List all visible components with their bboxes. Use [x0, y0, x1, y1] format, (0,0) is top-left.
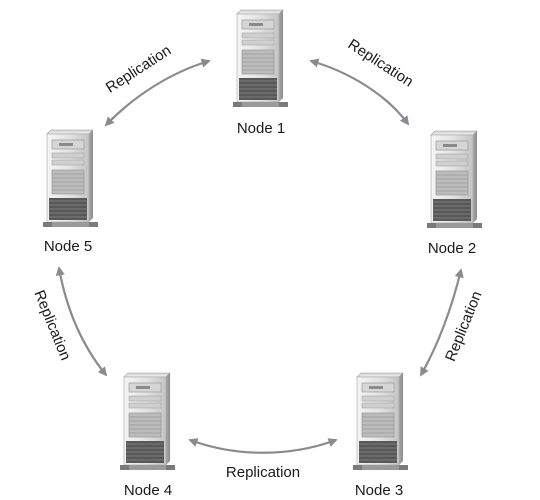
node-3: Node 3 — [353, 372, 408, 499]
nodes-layer: Node 1 Node 2 — [43, 9, 482, 499]
edge-label-node1-node2: Replication — [345, 36, 417, 91]
edge-label-node5-node1: Replication — [103, 42, 175, 97]
node-4: Node 4 — [120, 372, 175, 499]
node-label: Node 3 — [355, 482, 403, 499]
server-tower-icon — [233, 9, 288, 107]
replication-arrow-node3-node4 — [188, 438, 338, 454]
replication-arrow-node5-node1 — [104, 58, 211, 127]
replication-arrow-node1-node2 — [309, 58, 410, 126]
server-tower-icon — [120, 372, 175, 470]
replication-arrow-node2-node3 — [420, 268, 464, 377]
edges-layer — [55, 58, 464, 454]
edge-label-node2-node3: Replication — [442, 289, 486, 364]
node-2: Node 2 — [427, 130, 482, 257]
node-label: Node 4 — [124, 482, 172, 499]
node-5: Node 5 — [43, 129, 98, 255]
server-tower-icon — [353, 372, 408, 470]
replication-arrow-node4-node5 — [55, 266, 108, 377]
server-tower-icon — [427, 130, 482, 228]
node-label: Node 2 — [428, 240, 476, 257]
node-1: Node 1 — [233, 9, 288, 137]
node-label: Node 5 — [44, 238, 92, 255]
server-tower-icon — [43, 129, 98, 227]
edge-label-node3-node4: Replication — [226, 464, 300, 481]
node-label: Node 1 — [237, 120, 285, 137]
